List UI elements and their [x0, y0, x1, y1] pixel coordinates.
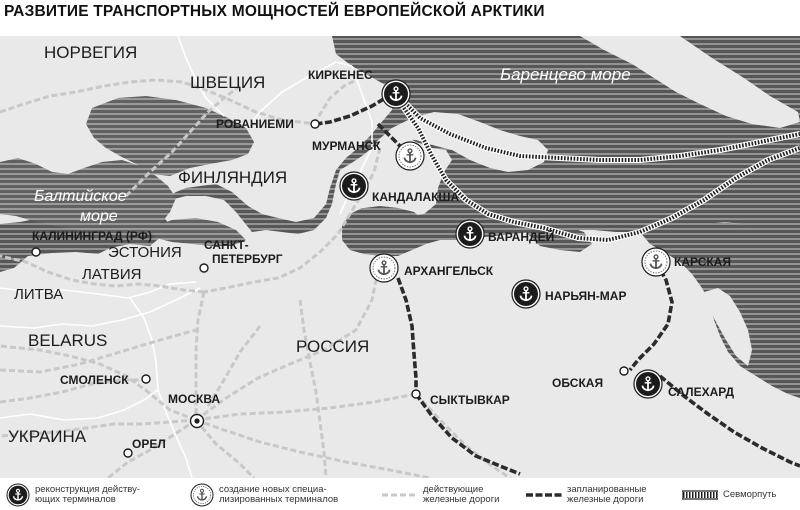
planned-rail-icon — [526, 493, 562, 497]
page-title: РАЗВИТИЕ ТРАНСПОРТНЫХ МОЩНОСТЕЙ ЕВРОПЕЙС… — [4, 3, 545, 20]
label-rovaniemi: РОВАНИЕМИ — [216, 117, 294, 131]
gulf-of-finland — [150, 218, 246, 246]
novaya-zemlya — [580, 36, 800, 128]
legend: реконструкция действу-ющих терминалов со… — [0, 478, 800, 510]
label-baltic-sea-1: Балтийское — [34, 188, 127, 205]
label-latvia: ЛАТВИЯ — [82, 266, 141, 283]
city-dot-obskaya[interactable] — [619, 366, 629, 376]
label-naryan-mar: НАРЬЯН-МАР — [545, 289, 626, 303]
sevmorput-icon — [682, 490, 718, 500]
terminal-karskaya[interactable] — [641, 247, 671, 277]
terminal-naryan-mar[interactable] — [511, 279, 541, 309]
anchor-dark-icon — [6, 483, 30, 507]
legend-item-sevmorput: Севморпуть — [682, 482, 800, 508]
anchor-light-icon — [190, 483, 214, 507]
city-dot-syktyvkar[interactable] — [411, 389, 421, 399]
label-barents-sea: Баренцево море — [500, 65, 631, 84]
label-norway: НОРВЕГИЯ — [44, 43, 137, 62]
city-dot-orel[interactable] — [123, 448, 133, 458]
label-orel: ОРЕЛ — [132, 437, 166, 451]
city-dot-rovaniemi[interactable] — [310, 119, 320, 129]
label-syktyvkar: СЫКТЫВКАР — [430, 393, 510, 407]
sevmorput-routes — [393, 91, 800, 243]
legend-text-reconstruction: реконструкция действу-ющих терминалов — [35, 483, 141, 505]
label-spb-1: САНКТ- — [204, 238, 249, 252]
label-moscow: МОСКВА — [168, 392, 220, 406]
label-finland: ФИНЛЯНДИЯ — [178, 168, 287, 187]
map: НОРВЕГИЯ ШВЕЦИЯ ФИНЛЯНДИЯ ЭСТОНИЯ ЛАТВИЯ… — [0, 36, 800, 478]
label-estonia: ЭСТОНИЯ — [108, 244, 182, 261]
label-spb-2: ПЕТЕРБУРГ — [212, 252, 283, 266]
existing-railways — [0, 78, 511, 478]
label-kirkenes: КИРКЕНЕС — [308, 68, 373, 82]
city-dot-kaliningrad[interactable] — [31, 247, 41, 257]
terminal-kirkenes[interactable] — [381, 79, 411, 109]
terminal-murmansk[interactable] — [395, 141, 425, 171]
legend-item-reconstruction: реконструкция действу-ющих терминалов — [6, 482, 163, 508]
label-baltic-sea-2: море — [80, 208, 118, 225]
label-arkhangelsk: АРХАНГЕЛЬСК — [404, 264, 494, 278]
gulf-of-bothnia — [86, 96, 254, 176]
label-sweden: ШВЕЦИЯ — [190, 73, 265, 92]
label-belarus: BELARUS — [28, 331, 107, 350]
legend-text-planned-rail: запланированные железные дороги — [567, 483, 647, 505]
baltic-sea — [0, 158, 176, 236]
label-varandey: ВАРАНДЕЙ — [488, 229, 554, 244]
terminal-salekhard[interactable] — [633, 369, 663, 399]
city-dot-smolensk[interactable] — [141, 374, 151, 384]
label-russia: РОССИЯ — [296, 337, 369, 356]
existing-rail-icon — [382, 493, 418, 497]
label-lithuania: ЛИТВА — [14, 286, 63, 303]
label-karskaya: КАРСКАЯ — [674, 255, 731, 269]
label-kandalaksha: КАНДАЛАКША — [372, 190, 459, 204]
label-salekhard: САЛЕХАРД — [668, 385, 735, 399]
pechora-bay — [526, 224, 592, 252]
white-sea — [344, 206, 424, 252]
label-smolensk: СМОЛЕНСК — [60, 373, 129, 387]
legend-text-existing-rail: действующие железные дороги — [423, 483, 500, 505]
yamal-coast — [704, 288, 752, 366]
label-obskaya: ОБСКАЯ — [552, 376, 603, 390]
legend-text-new-terminals: создание новых специа-лизированных терми… — [219, 483, 339, 505]
terminal-arkhangelsk[interactable] — [369, 253, 399, 283]
capital-dot-moscow[interactable] — [189, 413, 205, 429]
legend-item-new-terminals: создание новых специа-лизированных терми… — [190, 482, 347, 508]
legend-item-planned-rail: запланированные железные дороги — [526, 482, 647, 508]
label-kaliningrad: КАЛИНИНГРАД (РФ) — [32, 229, 152, 243]
terminal-kandalaksha[interactable] — [339, 171, 369, 201]
city-dot-spb[interactable] — [199, 263, 209, 273]
legend-text-sevmorput: Севморпуть — [723, 488, 777, 500]
terminal-varandey[interactable] — [455, 219, 485, 249]
legend-item-existing-rail: действующие железные дороги — [382, 482, 503, 508]
label-murmansk: МУРМАНСК — [312, 139, 381, 153]
label-ukraine: УКРАИНА — [8, 427, 87, 446]
